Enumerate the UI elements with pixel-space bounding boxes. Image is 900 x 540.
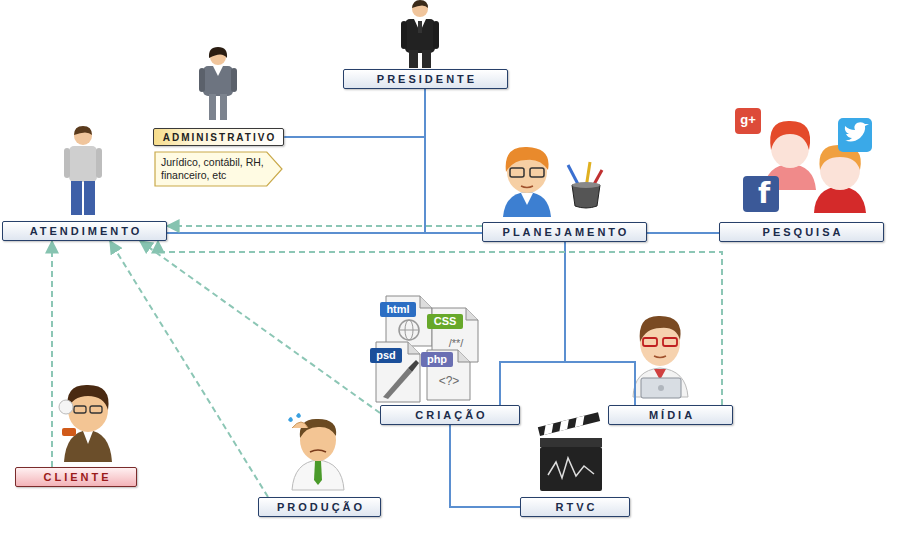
department-box: ATENDIMENTO <box>2 221 167 241</box>
report-arrow <box>140 241 380 413</box>
client-figure <box>59 385 112 462</box>
department-box: CRIAÇÃO <box>380 405 520 425</box>
planner-figure <box>503 147 551 217</box>
report-arrow <box>158 241 722 405</box>
icon-text: <?> <box>430 374 468 389</box>
department-box: MÍDIA <box>608 405 733 425</box>
icon-text: php <box>421 352 453 366</box>
hierarchy-line <box>450 425 520 507</box>
node-label: ADMINISTRATIVO <box>161 132 276 143</box>
media-figure <box>633 316 688 398</box>
creative-files <box>370 296 478 402</box>
hierarchy-line <box>565 242 635 405</box>
department-box: PESQUISA <box>719 222 884 242</box>
node-label: PLANEJAMENTO <box>500 226 630 238</box>
role-box: PRESIDENTE <box>343 69 508 89</box>
hierarchy-line <box>500 242 565 405</box>
account-figure <box>64 126 102 215</box>
node-label: Jurídico, contábil, RH, financeiro, etc <box>161 156 268 182</box>
node-label: MÍDIA <box>646 409 695 421</box>
hierarchy-line <box>284 89 425 137</box>
icon-text: f <box>750 178 778 209</box>
department-box: ADMINISTRATIVO <box>153 128 284 146</box>
hierarchy-line <box>425 89 482 233</box>
department-box: PRODUÇÃO <box>258 497 381 517</box>
report-arrow <box>51 241 53 467</box>
icon-text: html <box>380 302 416 316</box>
node-label: PRESIDENTE <box>374 73 477 85</box>
node-label: CLIENTE <box>40 471 111 483</box>
department-box: PLANEJAMENTO <box>482 222 647 242</box>
node-label: PESQUISA <box>760 226 844 238</box>
research-group <box>735 108 872 213</box>
node-label: CRIAÇÃO <box>412 409 487 421</box>
report-arrow <box>167 225 482 227</box>
client-box: CLIENTE <box>15 467 137 487</box>
president-figure <box>401 0 439 68</box>
icon-text: g+ <box>735 112 761 128</box>
admin-figure <box>199 47 237 120</box>
callout-tag: Jurídico, contábil, RH, financeiro, etc <box>155 152 282 186</box>
node-label: PRODUÇÃO <box>274 501 365 513</box>
icon-text: psd <box>370 348 402 362</box>
icon-text: /**/ <box>436 336 476 350</box>
pencil-cup <box>568 162 602 208</box>
node-label: RTVC <box>553 501 598 513</box>
report-arrow <box>110 241 268 497</box>
node-label: ATENDIMENTO <box>27 225 143 237</box>
clapperboard <box>538 412 602 491</box>
icon-text: CSS <box>427 314 463 328</box>
hierarchy-line <box>647 232 719 234</box>
department-box: RTVC <box>520 497 630 517</box>
production-figure <box>288 413 344 490</box>
hierarchy-line <box>167 232 482 234</box>
